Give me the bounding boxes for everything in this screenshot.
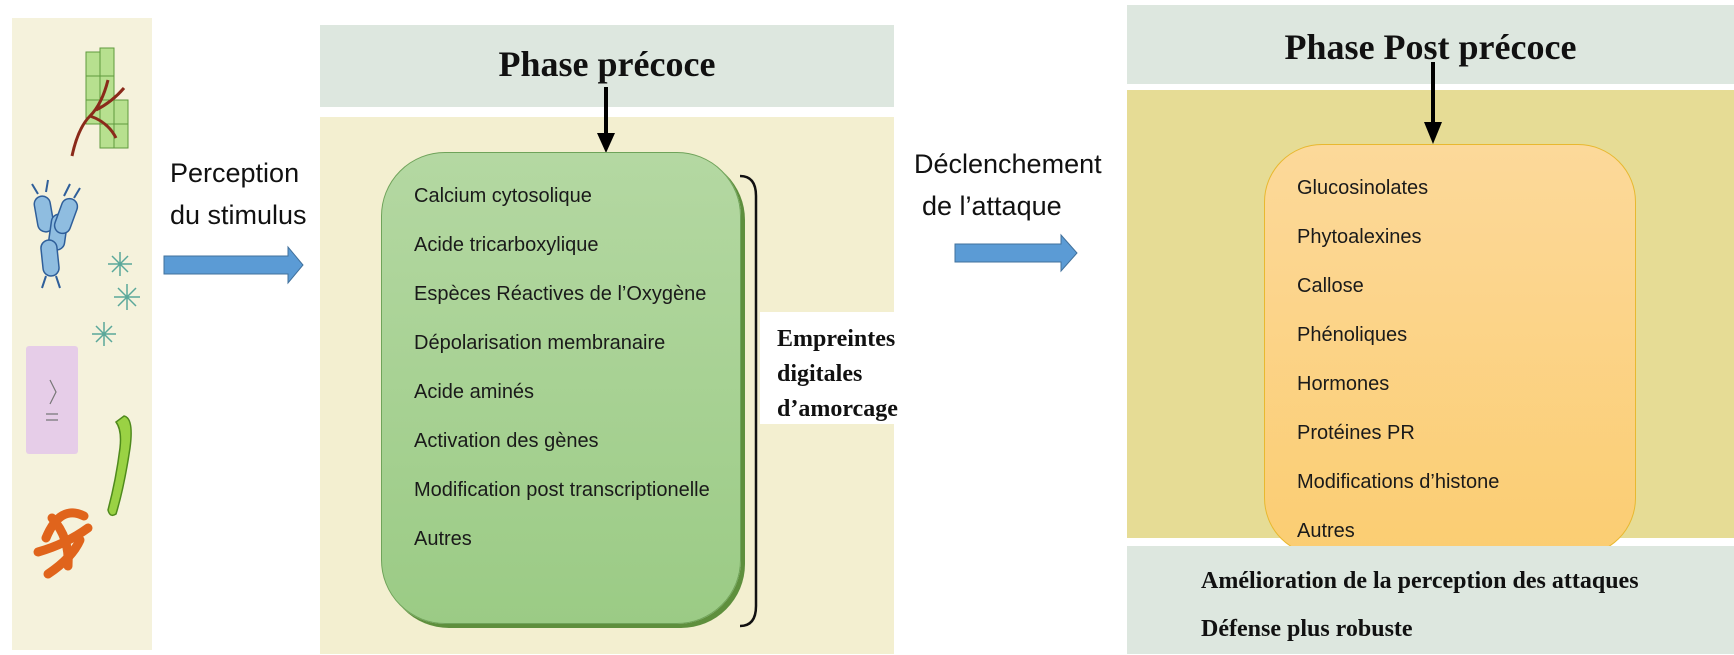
- bacteria-icon: [31, 179, 81, 289]
- chemical-elicitor-icon: [26, 346, 78, 454]
- post-defense-item: Phytoalexines: [1297, 226, 1422, 248]
- post-defense-item: Protéines PR: [1297, 422, 1415, 444]
- post-defense-item: Phénoliques: [1297, 324, 1408, 346]
- early-markers-list: Calcium cytosolique Acide tricarboxyliqu…: [414, 181, 710, 573]
- priming-label-line-3: d’amorcage: [777, 396, 898, 422]
- post-defense-item: Hormones: [1297, 373, 1390, 395]
- early-marker-item: Calcium cytosolique: [414, 185, 592, 207]
- post-defense-list: Glucosinolates Phytoalexines Callose Phé…: [1297, 173, 1499, 565]
- priming-label-line-1: Empreintes: [777, 326, 896, 352]
- post-phase-title: Phase Post précoce: [1284, 27, 1577, 67]
- post-defense-item: Glucosinolates: [1297, 177, 1429, 199]
- perception-label-line-2: du stimulus: [170, 200, 307, 230]
- caterpillar-icon: [107, 415, 132, 517]
- outcome-perception: Amélioration de la perception des attaqu…: [1201, 568, 1639, 594]
- attack-label-line-1: Déclenchement: [914, 149, 1102, 179]
- early-phase-header: Phase précoce: [320, 25, 894, 107]
- right-bracket: [739, 174, 758, 628]
- attack-trigger-label: Déclenchement de l’attaque: [914, 143, 1102, 227]
- attack-label-line-2: de l’attaque: [922, 191, 1062, 221]
- early-markers-box: Calcium cytosolique Acide tricarboxyliqu…: [381, 152, 741, 624]
- perception-label: Perception du stimulus: [170, 152, 307, 236]
- outcome-defense: Défense plus robuste: [1201, 616, 1413, 642]
- early-marker-item: Activation des gènes: [414, 430, 599, 452]
- perception-arrow: [163, 245, 304, 285]
- priming-fingerprints-label: Empreintes digitales d’amorcage: [760, 312, 898, 424]
- outcomes-panel: Amélioration de la perception des attaqu…: [1127, 546, 1734, 654]
- perception-label-line-1: Perception: [170, 158, 300, 188]
- attack-arrow: [954, 233, 1078, 273]
- nematode-icon: [33, 508, 93, 579]
- early-marker-item: Acide tricarboxylique: [414, 234, 599, 256]
- post-phase-down-arrow: [1424, 62, 1442, 144]
- post-defense-item: Modifications d’histone: [1297, 471, 1500, 493]
- early-marker-item: Autres: [414, 528, 472, 550]
- early-marker-item: Acide aminés: [414, 381, 535, 403]
- early-phase-down-arrow: [597, 87, 615, 153]
- post-defense-item: Callose: [1297, 275, 1364, 297]
- post-phase-header: Phase Post précoce: [1127, 5, 1734, 84]
- priming-label-line-2: digitales: [777, 361, 863, 387]
- early-marker-item: Dépolarisation membranaire: [414, 332, 666, 354]
- early-marker-item: Espèces Réactives de l’Oxygène: [414, 283, 707, 305]
- snowflake-icon: [92, 252, 140, 346]
- post-defense-item: Autres: [1297, 520, 1355, 542]
- stimuli-illustrations: [26, 47, 140, 579]
- early-marker-item: Modification post transcriptionelle: [414, 479, 710, 501]
- early-phase-title: Phase précoce: [498, 44, 716, 84]
- plant-cells-icon: [85, 47, 129, 149]
- fungal-hyphae-icon: [70, 79, 126, 157]
- post-defense-box: Glucosinolates Phytoalexines Callose Phé…: [1264, 144, 1636, 556]
- stimuli-panel: [12, 18, 152, 650]
